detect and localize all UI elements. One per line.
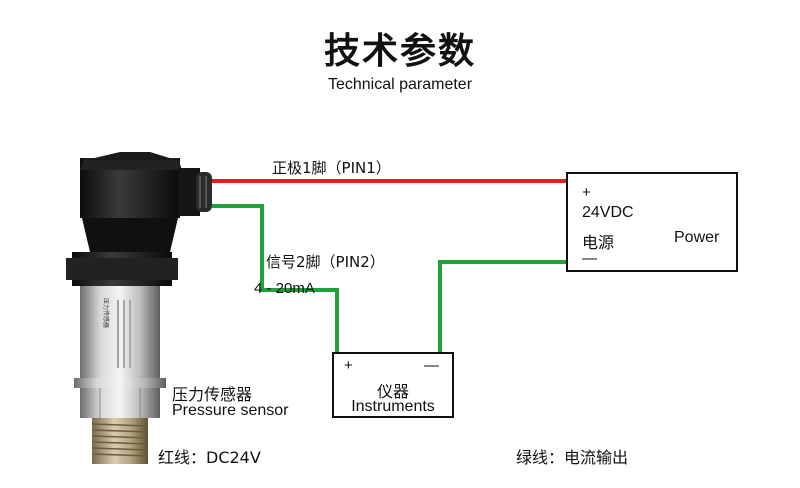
pin1-label: 正极1脚（PIN1） — [272, 159, 391, 177]
power-voltage: 24VDC — [582, 204, 634, 221]
sensor-label-en: Pressure sensor — [172, 402, 289, 419]
power-supply-box: + 24VDC 电源 Power — — [566, 172, 738, 272]
page-title: 技术参数 — [323, 31, 476, 72]
sensor-label-cn: 压力传感器 — [172, 385, 253, 404]
signal-range-label: 4 - 20mA — [254, 280, 315, 297]
pressure-sensor-image: 压力传感器 — [66, 152, 212, 464]
green-wire-return — [438, 260, 568, 352]
svg-text:压力传感器: 压力传感器 — [102, 298, 110, 328]
green-wire-signal — [212, 204, 339, 352]
page-subtitle: Technical parameter — [327, 76, 473, 93]
instruments-box: + — 仪器 Instruments — [332, 352, 454, 418]
pin2-label: 信号2脚（PIN2） — [266, 253, 385, 271]
power-minus-sign: — — [582, 250, 597, 267]
power-label-cn: 电源 — [582, 233, 615, 252]
red-wire-legend: 红线：DC24V — [158, 448, 261, 467]
power-plus-sign: + — [582, 184, 591, 201]
instruments-plus-sign: + — [344, 357, 353, 374]
instruments-label-en: Instruments — [351, 398, 435, 415]
power-label-en: Power — [674, 229, 720, 246]
green-wire-legend: 绿线：电流输出 — [516, 448, 629, 467]
instruments-minus-sign: — — [424, 357, 439, 374]
instruments-label-cn: 仪器 — [376, 382, 409, 401]
